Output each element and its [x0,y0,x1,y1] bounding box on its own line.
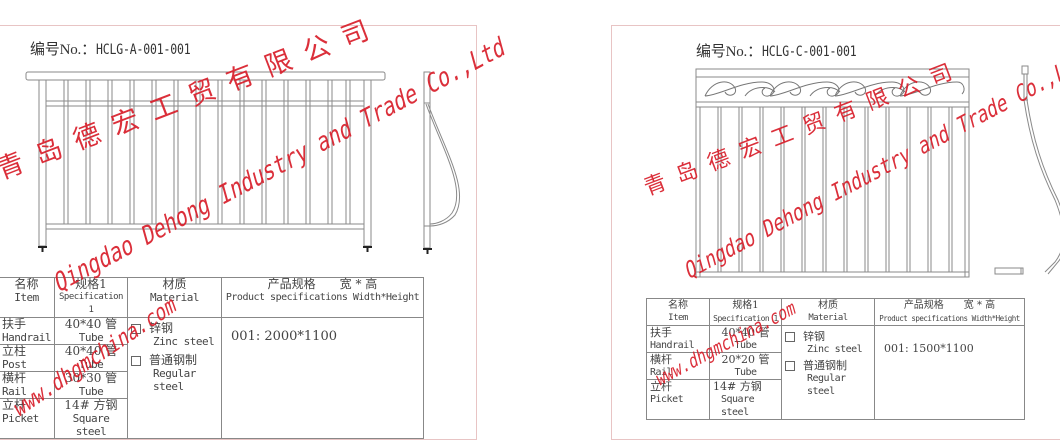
product-spec-value: 001: 2000*1100 [231,329,337,344]
material-cell: 锌钢 Zinc steel 普通钢制 Regular steel [781,325,875,420]
regular-steel-checkbox[interactable] [131,355,141,366]
product-code-title-a: 编号No.：HCLG-A-001-001 [30,38,211,59]
code-label: 编号No.： [696,44,762,60]
code-value: HCLG-C-001-001 [761,44,857,60]
zinc-steel-checkbox[interactable] [785,332,795,342]
code-value: HCLG-A-001-001 [95,42,191,58]
zinc-steel-checkbox[interactable] [131,323,141,334]
material-cell: 锌钢 Zinc steel 普通钢制 Regular steel [127,317,222,439]
code-label: 编号No.： [30,42,96,58]
product-code-title-c: 编号No.：HCLG-C-001-001 [696,40,877,61]
product-spec-value: 001: 1500*1100 [884,342,974,355]
product-spec-cell: 001: 1500*1100 [874,325,1025,420]
regular-steel-checkbox[interactable] [785,361,795,371]
product-spec-cell: 001: 2000*1100 [221,317,424,439]
